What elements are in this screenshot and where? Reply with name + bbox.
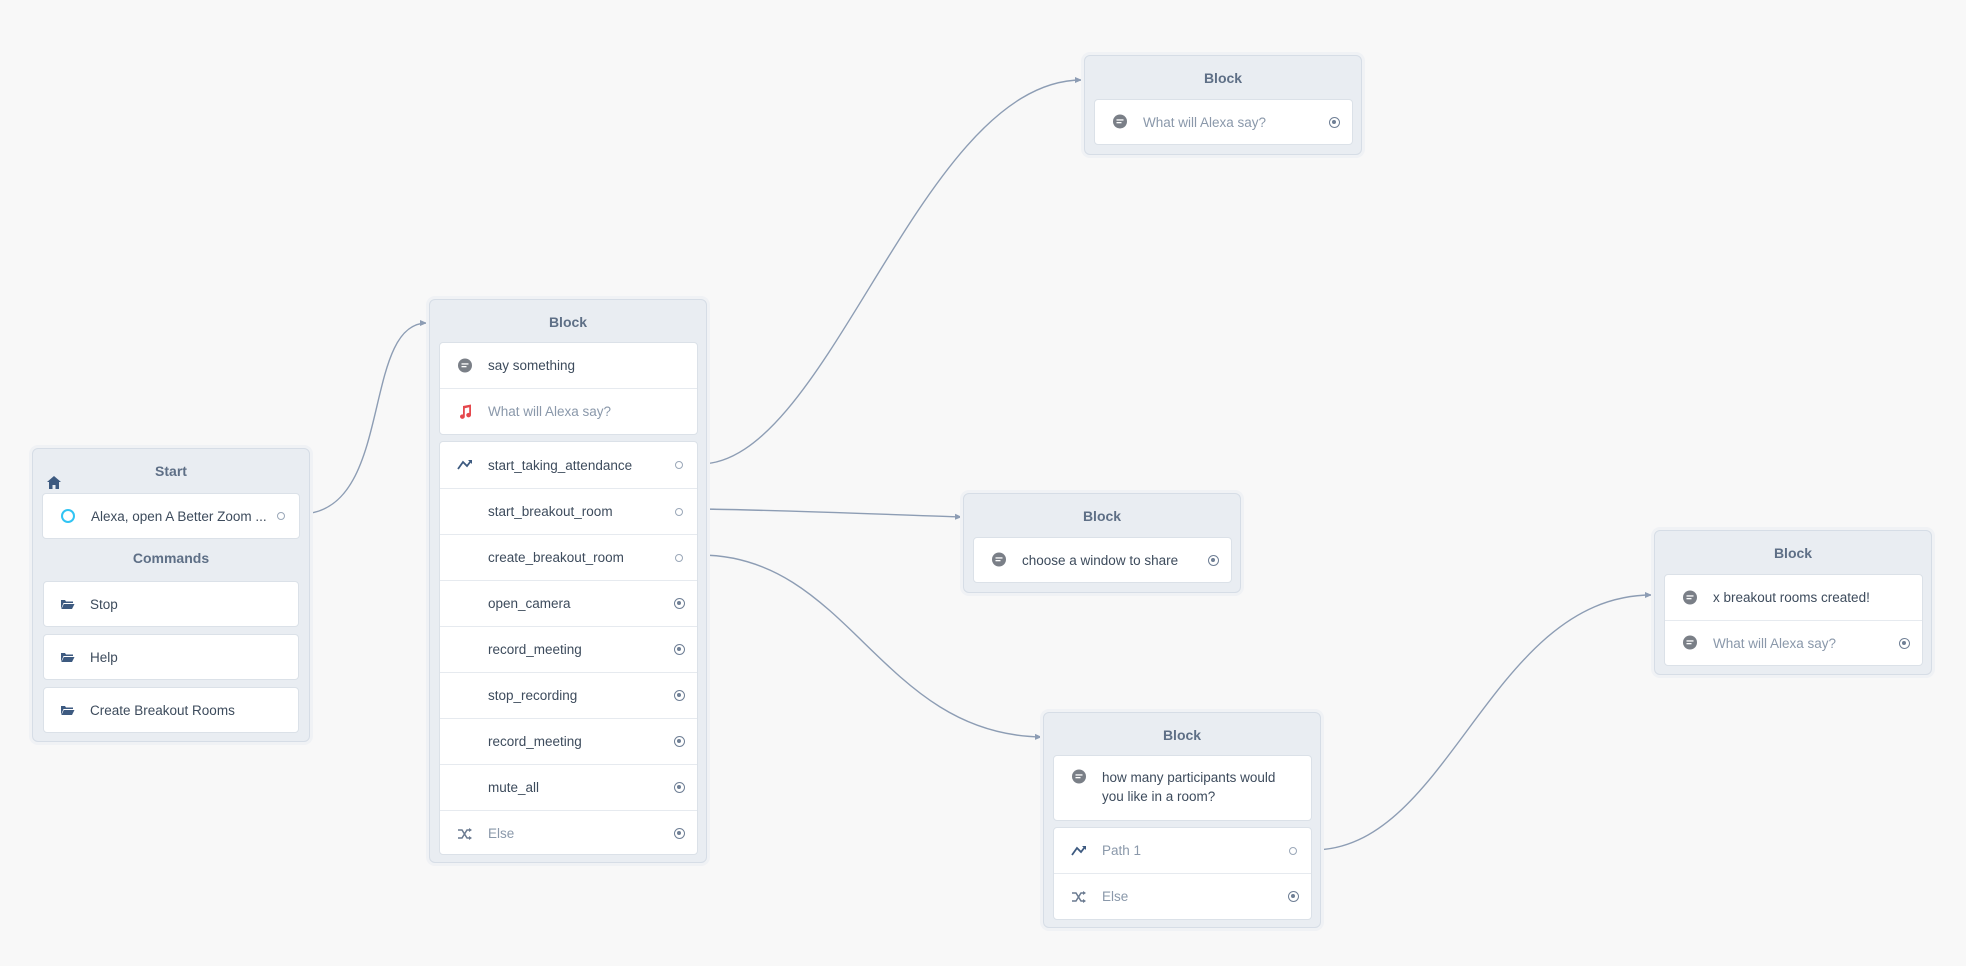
else-row[interactable]: Else [440,810,697,856]
path-output-port[interactable] [1289,846,1297,855]
speech-bubble-icon [456,357,474,375]
start-block[interactable]: Start Alexa, open A Better Zoom ... Comm… [32,448,310,742]
folder-icon [60,704,78,716]
choice-link-target[interactable] [674,782,685,793]
choice-row[interactable]: open_camera [440,580,697,626]
command-create-breakout-rooms[interactable]: Create Breakout Rooms [43,687,299,733]
wire-breakout [699,508,963,520]
speech-bubble-icon [1111,113,1129,131]
choice-label: record_meeting [488,642,582,657]
speak-step[interactable]: say something [440,343,697,388]
home-icon [46,463,62,507]
choice-link-target[interactable] [674,736,685,747]
participants-block-title: Block [1162,727,1202,743]
branch-arrow-icon [456,456,474,474]
speak-placeholder: What will Alexa say? [1143,114,1267,130]
path-label: Path 1 [1102,843,1142,858]
choice-row[interactable]: create_breakout_room [440,534,697,580]
path-row[interactable]: Path 1 [1054,828,1311,873]
choice-row[interactable]: mute_all [440,764,697,810]
speak-step[interactable]: What will Alexa say? [1665,620,1922,665]
else-row[interactable]: Else [1054,873,1311,919]
rooms-created-block-title: Block [1773,545,1813,561]
speak-text: choose a window to share [1022,552,1179,568]
main-block-title: Block [548,314,588,330]
participants-paths-card[interactable]: Path 1 Else [1053,827,1312,920]
main-speak-card[interactable]: say something What will Alexa say? [439,342,698,435]
wire-start-to-main [299,320,428,515]
speech-bubble-icon [990,551,1008,569]
speech-bubble-icon [1070,768,1088,786]
commands-title: Commands [132,550,210,566]
choice-row[interactable]: start_taking_attendance [440,442,697,488]
attendance-block-title: Block [1203,70,1243,86]
start-block-title: Start [155,463,187,479]
choice-label: open_camera [488,596,571,611]
command-label: Create Breakout Rooms [90,702,235,718]
participants-speak-card[interactable]: how many participants would you like in … [1053,755,1312,821]
speak-step[interactable]: x breakout rooms created! [1665,575,1922,620]
speak-link-target[interactable] [1329,116,1340,128]
share-window-block[interactable]: Block choose a window to share [963,493,1241,593]
shuffle-icon [1070,888,1088,906]
speech-bubble-icon [1681,634,1699,652]
else-label: Else [488,826,515,841]
attendance-block[interactable]: Block What will Alexa say? [1084,55,1362,155]
else-link-target[interactable] [674,828,685,839]
choice-row[interactable]: stop_recording [440,672,697,718]
command-stop[interactable]: Stop [43,581,299,627]
choice-card[interactable]: start_taking_attendance start_breakout_r… [439,441,698,855]
attendance-speak-card[interactable]: What will Alexa say? [1094,99,1353,145]
music-note-icon [456,403,474,421]
speak-placeholder: What will Alexa say? [1713,635,1837,651]
rooms-created-block[interactable]: Block x breakout rooms created! What wil… [1654,530,1932,675]
choice-output-port[interactable] [675,461,683,469]
speech-bubble-icon [1681,589,1699,607]
alexa-ring-icon [59,507,77,525]
choice-label: start_breakout_room [488,504,613,519]
wire-path1 [1312,592,1653,851]
shuffle-icon [456,825,474,843]
else-label: Else [1102,889,1129,904]
rooms-created-speak-card[interactable]: x breakout rooms created! What will Alex… [1664,574,1923,666]
share-speak-card[interactable]: choose a window to share [973,537,1232,583]
else-link-target[interactable] [1288,891,1299,902]
launch-output-port[interactable] [277,512,285,520]
participants-block[interactable]: Block how many participants would you li… [1043,712,1321,928]
speak-link-target[interactable] [1208,554,1219,566]
main-block[interactable]: Block say something What will Alexa say?… [429,299,707,863]
choice-row[interactable]: record_meeting [440,626,697,672]
branch-arrow-icon [1070,842,1088,860]
choice-link-target[interactable] [674,690,685,701]
speak-link-target[interactable] [1899,637,1910,649]
choice-link-target[interactable] [674,644,685,655]
audio-placeholder: What will Alexa say? [488,404,612,419]
folder-icon [60,598,78,610]
choice-label: start_taking_attendance [488,457,633,473]
wire-attendance [699,77,1083,465]
folder-icon [60,651,78,663]
command-label: Stop [90,596,118,612]
choice-label: stop_recording [488,688,578,703]
choice-link-target[interactable] [674,598,685,609]
speak-text: x breakout rooms created! [1713,590,1870,605]
share-block-title: Block [1082,508,1122,524]
choice-label: mute_all [488,780,540,795]
command-help[interactable]: Help [43,634,299,680]
speak-text: say something [488,358,576,373]
choice-row[interactable]: record_meeting [440,718,697,764]
speak-text: how many participants would you like in … [1102,770,1276,804]
choice-label: create_breakout_room [488,550,624,565]
audio-step[interactable]: What will Alexa say? [440,388,697,434]
choice-output-port[interactable] [675,507,683,516]
choice-label: record_meeting [488,734,582,749]
choice-row[interactable]: start_breakout_room [440,488,697,534]
choice-output-port[interactable] [675,553,683,562]
launch-phrase: Alexa, open A Better Zoom ... [91,508,267,524]
command-label: Help [90,649,118,665]
launch-phrase-card[interactable]: Alexa, open A Better Zoom ... [42,493,300,539]
